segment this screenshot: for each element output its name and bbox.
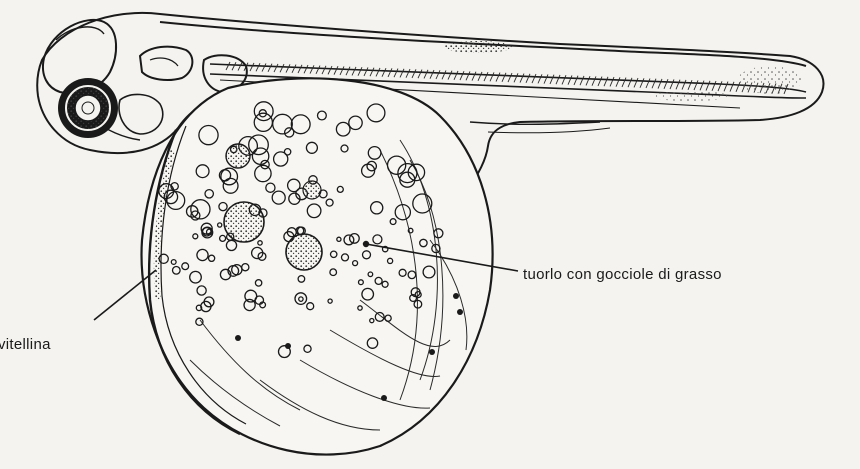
eye-icon: [58, 78, 118, 138]
label-vitelline-membrane: vitellina: [0, 336, 51, 353]
label-yolk-with-fat-droplets: tuorlo con gocciole di grasso: [523, 266, 722, 283]
yolk-sac: [142, 78, 493, 454]
yolk-sac-outline: [142, 78, 493, 454]
